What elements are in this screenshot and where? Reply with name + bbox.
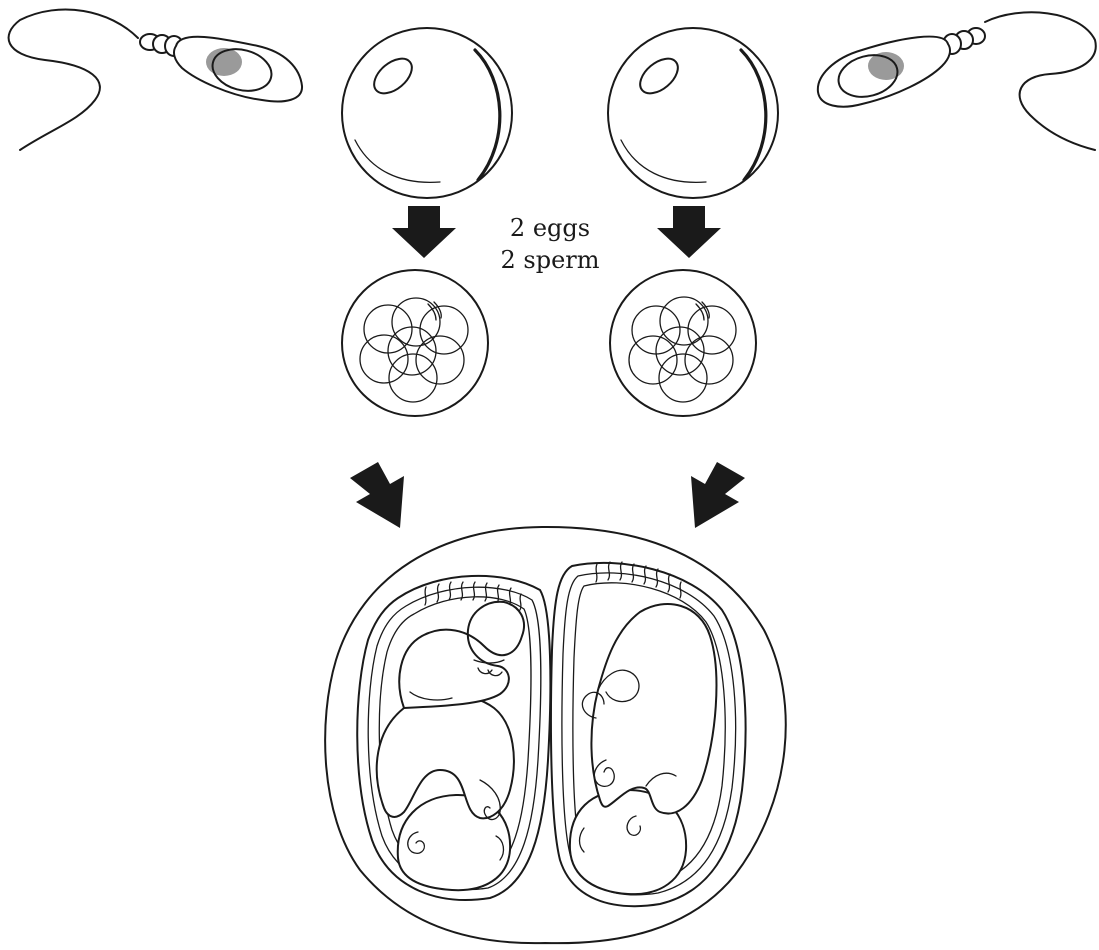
caption-sperm: 2 sperm <box>470 245 630 275</box>
embryo-right <box>610 270 756 416</box>
egg-right <box>608 28 778 198</box>
egg-right-nucleus <box>634 52 684 100</box>
sperm-right <box>818 12 1096 150</box>
caption-eggs: 2 eggs <box>470 213 630 243</box>
sperm-right-nucleus <box>868 52 904 80</box>
uterus-with-twins <box>325 527 786 943</box>
fetus-left <box>377 602 524 890</box>
fetus-right-body <box>591 604 716 814</box>
sperm-left-tail <box>9 10 138 150</box>
embryo-left <box>342 270 488 416</box>
arrow-down-icon <box>691 462 745 528</box>
fetus-right <box>570 604 717 894</box>
sperm-left <box>9 10 302 150</box>
fetus-left-legs <box>399 602 524 708</box>
arrow-down-icon <box>657 206 721 258</box>
egg-left-nucleus <box>368 52 418 100</box>
arrow-down-icon <box>350 462 404 528</box>
arrow-down-icon <box>392 206 456 258</box>
egg-left <box>342 28 512 198</box>
sperm-right-tail <box>985 12 1096 150</box>
